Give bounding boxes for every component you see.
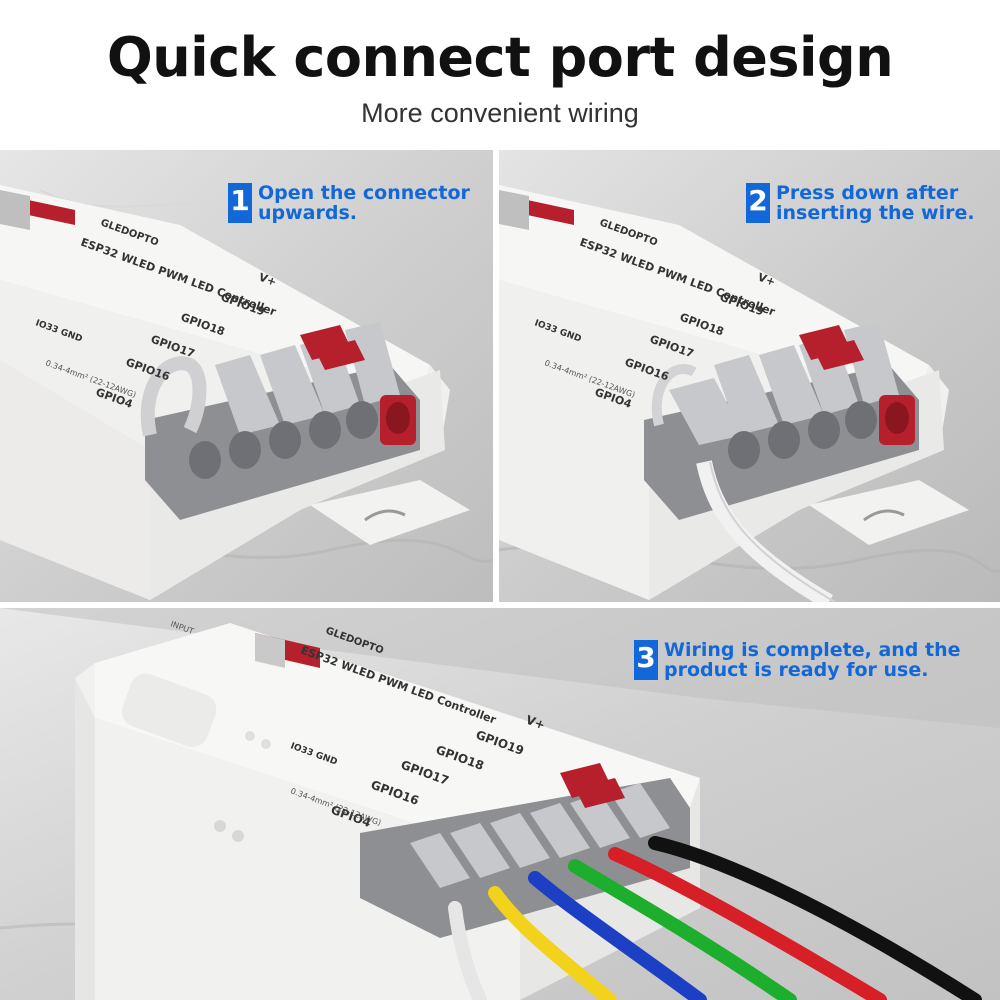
step-2-text: Press down after inserting the wire.	[776, 182, 975, 224]
step-2-number: 2	[746, 183, 770, 223]
port-label-vplus: V+	[756, 271, 777, 289]
wire-bundle	[448, 836, 982, 1000]
step-1-text: Open the connector upwards.	[258, 182, 470, 224]
step-3-photo: GPIO4 GPIO16 GPIO17 GPIO18 GPIO19 V+ IO3…	[0, 608, 1000, 1000]
step-1-photo: GPIO4 GPIO16 GPIO17 GPIO18 GPIO19 V+ IO3…	[0, 150, 493, 602]
step-3-illustration: GPIO4 GPIO16 GPIO17 GPIO18 GPIO19 V+ IO3…	[0, 608, 1000, 1000]
page-title: Quick connect port design	[106, 26, 894, 89]
step-1-illustration: GPIO4 GPIO16 GPIO17 GPIO18 GPIO19 V+ IO3…	[0, 150, 493, 602]
step-1-number: 1	[228, 183, 252, 223]
step-1-callout: 1 Open the connector upwards.	[228, 183, 470, 223]
step-2-photo: GPIO4 GPIO16 GPIO17 GPIO18 GPIO19 V+ IO3…	[499, 150, 1000, 602]
port-label-vplus: V+	[257, 271, 278, 289]
page-subtitle: More convenient wiring	[361, 98, 639, 128]
step-3-text: Wiring is complete, and the product is r…	[664, 639, 961, 681]
step-2-callout: 2 Press down after inserting the wire.	[746, 183, 975, 223]
step-2-illustration: GPIO4 GPIO16 GPIO17 GPIO18 GPIO19 V+ IO3…	[499, 150, 1000, 602]
step-3-number: 3	[634, 640, 658, 680]
step-3-callout: 3 Wiring is complete, and the product is…	[634, 640, 961, 680]
port-label-vplus: V+	[524, 713, 547, 733]
